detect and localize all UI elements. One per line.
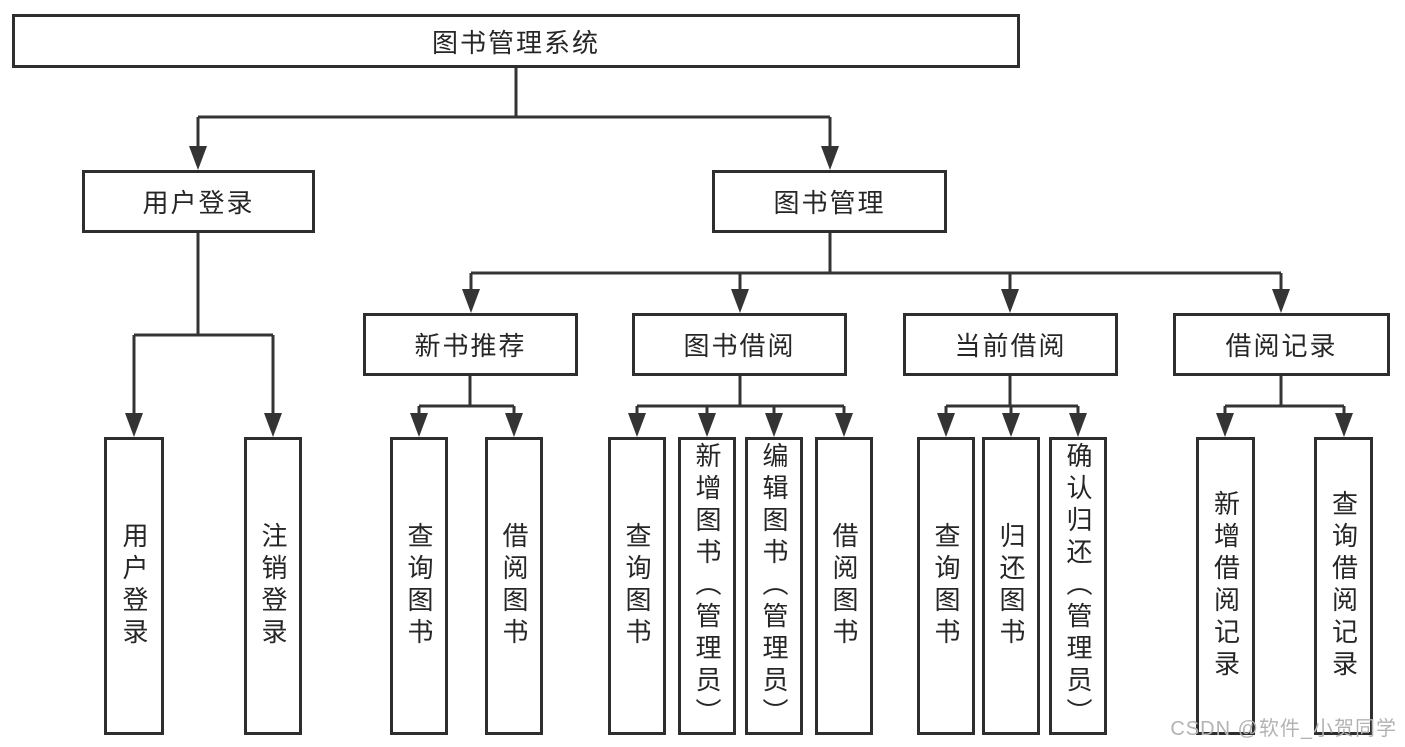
node-book-borrowing-label: 图书借阅 — [683, 331, 796, 361]
node-current-borrowing: 当前借阅 — [903, 313, 1118, 376]
leaf-borrow-books-borrowing-label: 借阅图书 — [829, 522, 859, 650]
leaf-confirm-return-admin: 确认归还（管理员） — [1049, 437, 1107, 735]
leaf-add-books-admin: 新增图书（管理员） — [678, 437, 736, 735]
node-library-system-label: 图书管理系统 — [431, 27, 600, 58]
leaf-user-login-label: 用户登录 — [119, 522, 149, 650]
leaf-borrow-books-recommend-label: 借阅图书 — [499, 522, 529, 650]
connector-borrowing-to-leaves — [628, 374, 853, 437]
leaf-edit-books-admin: 编辑图书（管理员） — [745, 437, 803, 735]
leaf-return-books: 归还图书 — [982, 437, 1040, 735]
leaf-query-books-current-label: 查询图书 — [931, 522, 961, 650]
node-new-book-recommend-label: 新书推荐 — [414, 331, 527, 361]
leaf-return-books-label: 归还图书 — [996, 522, 1026, 650]
leaf-borrow-books-borrowing: 借阅图书 — [815, 437, 873, 735]
leaf-edit-books-admin-label: 编辑图书（管理员） — [759, 442, 789, 730]
leaf-query-books-borrowing-label: 查询图书 — [622, 522, 652, 650]
node-borrowing-records-label: 借阅记录 — [1225, 331, 1338, 361]
leaf-add-books-admin-label: 新增图书（管理员） — [692, 442, 722, 730]
leaf-query-books-recommend: 查询图书 — [390, 437, 448, 735]
leaf-logout: 注销登录 — [244, 437, 302, 735]
leaf-query-books-current: 查询图书 — [917, 437, 975, 735]
leaf-query-borrow-record-label: 查询借阅记录 — [1328, 490, 1359, 682]
leaf-logout-label: 注销登录 — [258, 522, 288, 650]
leaf-user-login: 用户登录 — [104, 437, 164, 735]
node-library-system: 图书管理系统 — [12, 14, 1020, 68]
node-book-management: 图书管理 — [712, 170, 947, 233]
node-user-login: 用户登录 — [82, 170, 315, 233]
connector-records-to-leaves — [1216, 374, 1353, 437]
leaf-add-borrow-record-label: 新增借阅记录 — [1210, 490, 1241, 682]
node-book-management-label: 图书管理 — [773, 188, 886, 218]
leaf-query-borrow-record: 查询借阅记录 — [1314, 437, 1373, 735]
connector-root-to-level2 — [189, 66, 839, 170]
leaf-query-books-borrowing: 查询图书 — [608, 437, 666, 735]
leaf-query-books-recommend-label: 查询图书 — [404, 522, 434, 650]
connector-userlogin-to-leaves — [125, 231, 282, 437]
node-user-login-label: 用户登录 — [142, 188, 255, 218]
node-current-borrowing-label: 当前借阅 — [954, 331, 1067, 361]
node-new-book-recommend: 新书推荐 — [363, 313, 578, 376]
connector-current-to-leaves — [937, 374, 1087, 437]
leaf-add-borrow-record: 新增借阅记录 — [1196, 437, 1255, 735]
leaf-borrow-books-recommend: 借阅图书 — [485, 437, 543, 735]
leaf-confirm-return-admin-label: 确认归还（管理员） — [1063, 442, 1093, 730]
csdn-watermark: CSDN @软件_小贺同学 — [1170, 718, 1397, 740]
connector-newbook-to-leaves — [410, 374, 523, 437]
connector-bookmgmt-to-level3 — [462, 231, 1290, 313]
node-borrowing-records: 借阅记录 — [1173, 313, 1390, 376]
node-book-borrowing: 图书借阅 — [632, 313, 847, 376]
